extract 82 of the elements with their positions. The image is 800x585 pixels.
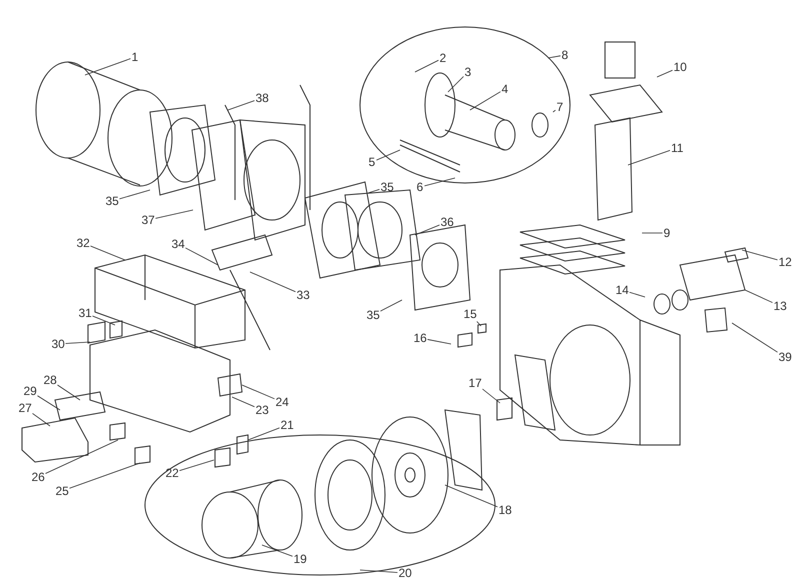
callout-number: 37 bbox=[142, 214, 155, 226]
leader-line bbox=[155, 210, 194, 219]
callout-number: 21 bbox=[280, 418, 294, 432]
callout-number: 19 bbox=[294, 552, 307, 566]
leader-line bbox=[629, 292, 646, 298]
leader-line bbox=[37, 395, 60, 410]
callout-number: 22 bbox=[166, 466, 179, 480]
leader-line bbox=[380, 300, 402, 312]
callout-number: 35 bbox=[106, 194, 119, 208]
callout-number: 38 bbox=[256, 92, 269, 104]
callout-number: 26 bbox=[32, 470, 45, 484]
leader-line bbox=[414, 60, 439, 72]
leader-line bbox=[360, 570, 398, 573]
leader-line bbox=[642, 232, 663, 234]
callout-number: 13 bbox=[774, 300, 787, 312]
callout-number: 8 bbox=[562, 48, 568, 62]
callout-number: 10 bbox=[674, 60, 687, 74]
callout-number: 32 bbox=[76, 236, 90, 250]
leader-line bbox=[742, 250, 778, 260]
callout-number: 18 bbox=[498, 504, 512, 516]
callout-number: 35 bbox=[380, 180, 394, 194]
leader-line bbox=[179, 460, 214, 472]
leader-line bbox=[368, 188, 380, 194]
leader-line bbox=[470, 91, 501, 110]
callout-number: 9 bbox=[664, 226, 670, 240]
leader-line bbox=[444, 484, 498, 508]
leader-line bbox=[250, 272, 296, 292]
leader-line bbox=[548, 55, 561, 58]
callout-number: 16 bbox=[414, 332, 427, 344]
callout-number: 39 bbox=[778, 350, 792, 364]
callout-number: 25 bbox=[56, 484, 69, 498]
leader-line bbox=[92, 316, 116, 326]
callout-number: 28 bbox=[44, 374, 57, 386]
leader-line bbox=[424, 178, 456, 186]
leader-line bbox=[262, 544, 293, 557]
leader-line bbox=[376, 150, 400, 160]
leader-line bbox=[45, 440, 118, 474]
leader-line bbox=[248, 427, 280, 440]
leader-line bbox=[476, 321, 482, 326]
callout-number: 23 bbox=[256, 404, 269, 416]
callout-number: 34 bbox=[172, 238, 185, 250]
callout-number: 11 bbox=[671, 142, 684, 154]
callout-number: 5 bbox=[368, 156, 376, 168]
callout-number: 24 bbox=[276, 396, 289, 408]
leader-line bbox=[65, 342, 90, 344]
leader-line bbox=[228, 100, 255, 110]
callout-number: 30 bbox=[52, 338, 65, 350]
callout-number: 14 bbox=[616, 284, 629, 296]
callout-number: 2 bbox=[440, 52, 446, 64]
callout-number: 20 bbox=[398, 566, 412, 580]
callout-number: 35 bbox=[366, 308, 380, 322]
callout-number: 6 bbox=[416, 180, 424, 194]
leader-line bbox=[744, 290, 773, 303]
leader-line bbox=[242, 384, 275, 400]
callout-number: 29 bbox=[24, 384, 37, 398]
callout-number: 4 bbox=[502, 82, 508, 96]
leader-line bbox=[427, 339, 452, 344]
callout-number: 17 bbox=[468, 376, 482, 390]
leader-line bbox=[185, 248, 218, 266]
callout-number: 33 bbox=[296, 288, 310, 302]
leader-line bbox=[732, 322, 778, 353]
callout-number: 12 bbox=[778, 256, 792, 268]
leader-line bbox=[448, 76, 464, 92]
leader-line bbox=[232, 396, 255, 408]
leader-line bbox=[57, 384, 80, 400]
callout-number: 27 bbox=[18, 402, 32, 414]
callout-number: 1 bbox=[132, 50, 138, 64]
callout-number: 3 bbox=[464, 66, 472, 78]
callout-number: 31 bbox=[78, 306, 92, 320]
leader-line bbox=[69, 462, 140, 489]
leader-line bbox=[90, 246, 126, 260]
leader-line bbox=[628, 150, 670, 166]
callout-number: 36 bbox=[440, 216, 454, 228]
leader-line bbox=[84, 58, 131, 76]
leader-line bbox=[32, 413, 50, 426]
leader-line bbox=[119, 190, 150, 200]
callout-number: 7 bbox=[556, 100, 564, 114]
leader-line bbox=[482, 388, 500, 404]
leader-line bbox=[414, 224, 440, 236]
leader-line bbox=[656, 70, 673, 78]
callout-number: 15 bbox=[464, 308, 477, 320]
leader-line bbox=[552, 110, 556, 112]
